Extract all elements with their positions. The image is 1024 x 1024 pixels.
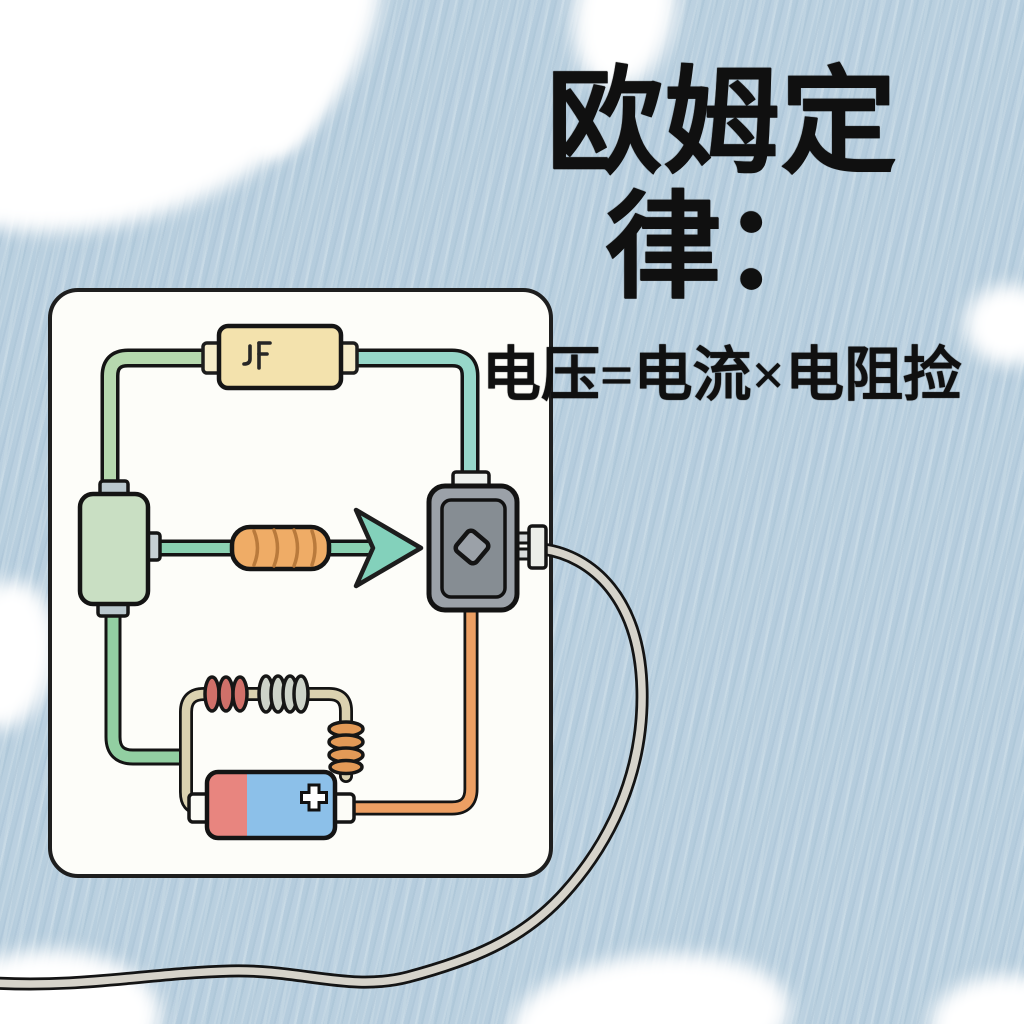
ohms-law-formula: 电压=电流×电阻捡 [481, 341, 963, 408]
page-title: 欧姆定律： [546, 60, 898, 314]
wire-orange [344, 603, 479, 816]
meter-component [426, 470, 548, 613]
fuse-marking-icon [242, 341, 272, 370]
fuse-component [201, 323, 359, 391]
current-arrow-icon [353, 507, 424, 589]
coil-white [257, 674, 310, 714]
regulator-component [77, 479, 162, 618]
battery-component [187, 769, 356, 841]
output-cable [0, 542, 649, 991]
wire-top-left [100, 348, 225, 497]
resistor-component [229, 524, 332, 572]
wire-elbow-green [104, 603, 191, 766]
diamond-icon [453, 528, 491, 566]
heading-block: 欧姆定律： 电压=电流×电阻捡 [442, 60, 1002, 412]
coil-red [203, 675, 249, 713]
coil-orange [327, 720, 365, 776]
wire-top-right [335, 348, 480, 488]
battery-plus-icon [300, 783, 328, 812]
